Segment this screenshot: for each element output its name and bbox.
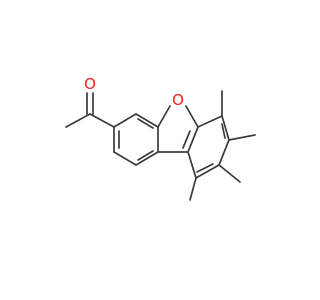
bond <box>135 113 159 128</box>
bond-double <box>196 163 214 173</box>
bond-double <box>221 123 226 139</box>
methyl-bond <box>228 134 256 141</box>
carbonyl-oxygen-label: O <box>84 75 96 93</box>
bond <box>218 139 230 166</box>
methyl-bond <box>218 164 241 183</box>
furan-oxygen-label: O <box>172 91 184 109</box>
bond <box>197 115 223 128</box>
bond <box>113 113 137 128</box>
acetyl-bond <box>65 113 91 128</box>
methyl-bond <box>189 177 197 201</box>
bond <box>187 126 199 153</box>
bond <box>135 151 159 166</box>
bond <box>113 151 137 166</box>
bond <box>195 164 220 179</box>
bond <box>185 105 199 128</box>
bond-double <box>182 130 191 149</box>
bond <box>221 115 230 141</box>
bond <box>157 105 171 128</box>
acetyl-bond <box>89 113 115 128</box>
bond-double <box>137 150 154 161</box>
bond-double <box>137 118 154 129</box>
molecule-structure: O O <box>65 75 256 201</box>
bond <box>187 151 197 179</box>
